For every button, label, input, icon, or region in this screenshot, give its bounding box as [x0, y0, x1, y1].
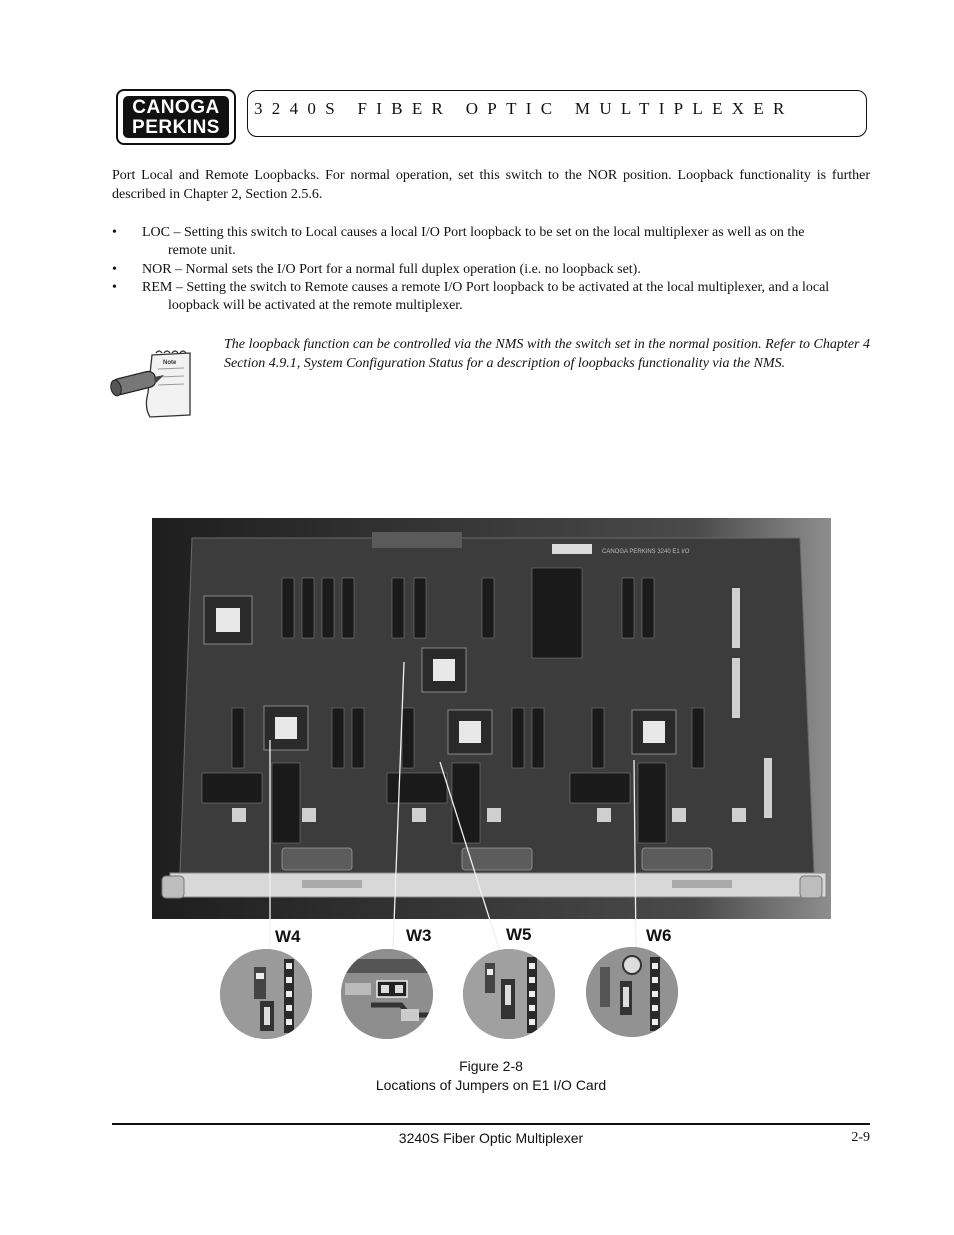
zoom-w3-illustration — [341, 949, 433, 1039]
note-text: The loopback function can be controlled … — [224, 337, 870, 371]
figure-caption-number: Figure 2-8 — [459, 1058, 523, 1074]
footer-rule — [112, 1123, 870, 1125]
zoom-circle-w6 — [586, 947, 678, 1037]
zoom-circle-w3 — [341, 949, 433, 1039]
bullet-text: REM – Setting the switch to Remote cause… — [142, 280, 830, 295]
svg-text:Note: Note — [163, 360, 177, 366]
zoom-w6-illustration — [586, 947, 678, 1037]
circuit-board-illustration: CANOGA PERKINS 3240 E1 I/O — [152, 518, 831, 919]
jumper-label-w5: W5 — [506, 925, 532, 944]
jumper-label-w3: W3 — [406, 926, 432, 945]
canoga-perkins-logo: CANOGA PERKINS — [116, 89, 236, 145]
header-title-box: 3240S FIBER OPTIC MULTIPLEXER — [247, 90, 867, 137]
bullet-nor: • NOR – Normal sets the I/O Port for a n… — [112, 261, 870, 279]
zoom-circle-w4 — [220, 949, 312, 1039]
bullet-symbol: • — [112, 262, 117, 277]
bullet-text-cont: loopback will be activated at the remote… — [168, 298, 463, 313]
bullet-rem: • REM – Setting the switch to Remote cau… — [112, 279, 870, 315]
bullet-text-cont: remote unit. — [168, 243, 236, 258]
bullet-text: LOC – Setting this switch to Local cause… — [142, 225, 805, 240]
logo-line-1: CANOGA — [132, 97, 220, 118]
figure-caption-title: Locations of Jumpers on E1 I/O Card — [375, 1077, 607, 1093]
zoom-w5-illustration — [463, 949, 555, 1039]
header-title: 3240S FIBER OPTIC MULTIPLEXER — [254, 99, 794, 118]
bullet-symbol: • — [112, 225, 117, 240]
jumper-label-w6: W6 — [646, 926, 672, 945]
bullet-symbol: • — [112, 280, 117, 295]
e1-io-card-photo: CANOGA PERKINS 3240 E1 I/O — [152, 518, 831, 919]
bullet-text: NOR – Normal sets the I/O Port for a nor… — [142, 262, 641, 277]
bullet-loc: • LOC – Setting this switch to Local cau… — [112, 224, 870, 260]
jumper-label-w4: W4 — [275, 927, 301, 946]
intro-paragraph: Port Local and Remote Loopbacks. For nor… — [112, 168, 870, 202]
svg-text:CANOGA PERKINS 3240 E1 I/O: CANOGA PERKINS 3240 E1 I/O — [602, 549, 690, 555]
notepad-pen-icon: Note — [110, 350, 191, 418]
logo-line-2: PERKINS — [132, 117, 220, 138]
zoom-circle-w5 — [463, 949, 555, 1039]
page-number: 2-9 — [851, 1130, 870, 1145]
zoom-w4-illustration — [220, 949, 312, 1039]
footer-title: 3240S Fiber Optic Multiplexer — [398, 1130, 584, 1146]
